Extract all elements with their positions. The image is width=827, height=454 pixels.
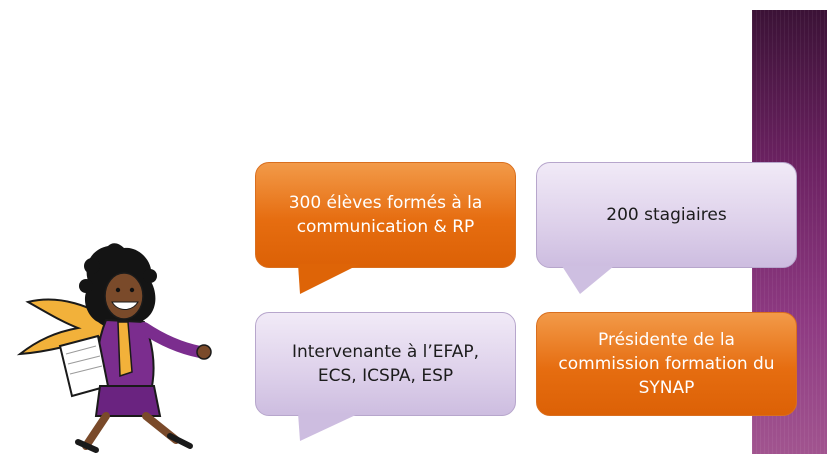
speech-bubble-tail	[298, 413, 360, 441]
cartoon-woman-illustration	[16, 243, 212, 453]
bubble-text: Présidente de la commission formation du…	[558, 330, 775, 398]
speech-bubble-tail	[298, 264, 360, 294]
speech-bubble-speaker: Intervenante à l’EFAP, ECS, ICSPA, ESP	[255, 312, 516, 416]
speech-bubble-president: Présidente de la commission formation du…	[536, 312, 797, 416]
speech-bubble-tail	[562, 266, 614, 294]
bubble-text: 300 élèves formés à la communication & R…	[288, 193, 483, 237]
speech-bubble-students: 300 élèves formés à la communication & R…	[255, 162, 516, 268]
bubble-text: 200 stagiaires	[606, 205, 727, 225]
bubble-text: Intervenante à l’EFAP, ECS, ICSPA, ESP	[291, 342, 480, 386]
speech-bubble-trainees: 200 stagiaires	[536, 162, 797, 268]
